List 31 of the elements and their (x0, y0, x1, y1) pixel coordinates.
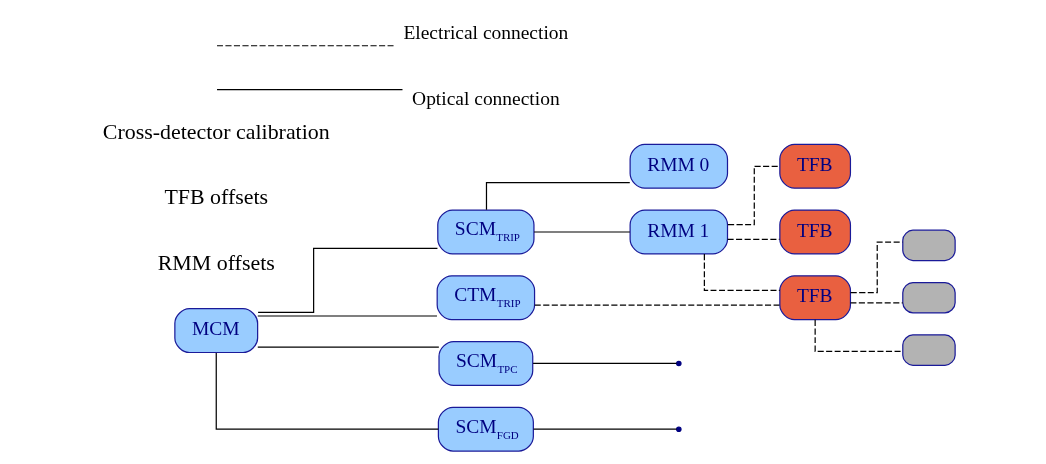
connector (727, 165, 781, 226)
connector (727, 238, 781, 240)
node-box: TFB (779, 209, 852, 255)
connector (532, 428, 678, 430)
node-box (902, 281, 956, 314)
node-box (902, 229, 956, 262)
node-box: SCM$_{FGD}$ (437, 406, 534, 452)
connector (703, 253, 781, 292)
connector (257, 346, 440, 348)
legend-label: Optical connection (412, 88, 560, 110)
connector (215, 352, 439, 430)
connector (534, 304, 781, 306)
node-box: TFB (779, 143, 852, 189)
node-box: RMM 1 (629, 209, 729, 255)
node-box (902, 334, 956, 366)
label: TFB offsets (164, 184, 269, 210)
connector (485, 182, 631, 211)
connector (814, 319, 904, 353)
label: Cross-detector calibration (102, 118, 330, 144)
node-box: SCM$_{TPC}$ (438, 340, 534, 386)
node-box: MCM (174, 308, 259, 354)
connector (849, 241, 904, 294)
label: RMM offsets (157, 250, 275, 276)
connector (532, 362, 678, 365)
node-box: CTM$_{TRIP}$ (436, 275, 536, 321)
node-box: TFB (779, 275, 852, 321)
connector (849, 302, 904, 304)
node-box: SCM$_{TRIP}$ (437, 209, 535, 255)
connector (257, 247, 439, 313)
node-box: RMM 0 (629, 143, 729, 189)
legend-label: Electrical connection (403, 22, 569, 44)
